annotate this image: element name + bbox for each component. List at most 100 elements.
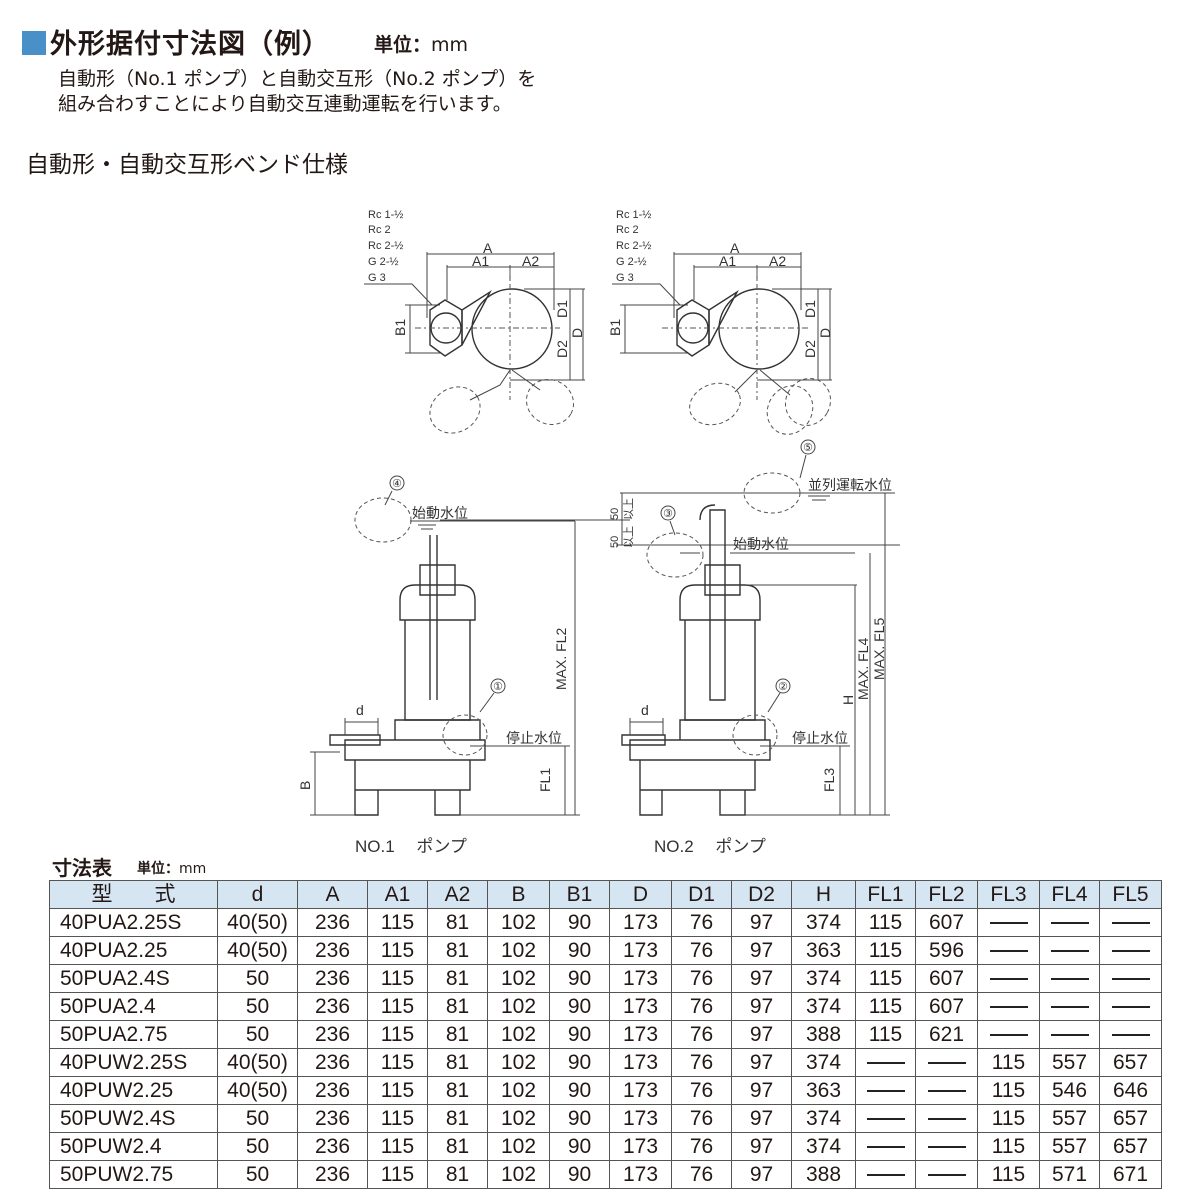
value-cell: 97 xyxy=(731,936,792,965)
value-cell: 97 xyxy=(731,1104,792,1133)
column-header: FL3 xyxy=(977,880,1040,909)
value-cell: 671 xyxy=(1099,1160,1162,1189)
conn-label: G 2-½ xyxy=(368,256,399,268)
not-applicable-dash xyxy=(866,1173,905,1176)
column-header: FL5 xyxy=(1099,880,1162,909)
dim-B: B xyxy=(297,781,313,790)
not-applicable-dash xyxy=(927,1089,966,1092)
value-cell: 90 xyxy=(549,936,610,965)
column-header: B xyxy=(487,880,550,909)
title-text: 外形据付寸法図（例） xyxy=(50,29,330,60)
dim-D1: D1 xyxy=(554,300,570,318)
value-cell: 90 xyxy=(549,1160,610,1189)
value-cell xyxy=(1039,964,1100,993)
dim-A2: A2 xyxy=(769,253,786,269)
dim-ijou-lower: 以上 xyxy=(622,526,635,548)
dim-fl1: FL1 xyxy=(537,768,553,792)
value-cell xyxy=(915,1076,978,1105)
value-cell: 173 xyxy=(609,1076,672,1105)
value-cell xyxy=(1099,992,1162,1021)
model-cell: 40PUW2.25 xyxy=(49,1076,218,1105)
model-cell: 40PUA2.25 xyxy=(49,936,218,965)
value-cell: 76 xyxy=(671,1020,732,1049)
not-applicable-dash xyxy=(989,949,1028,952)
value-cell: 173 xyxy=(609,964,672,993)
pump1-caption: NO.1 ポンプ xyxy=(355,837,467,856)
column-header: FL2 xyxy=(915,880,978,909)
value-cell xyxy=(855,1076,916,1105)
value-cell: 388 xyxy=(791,1160,856,1189)
value-cell xyxy=(915,1160,978,1189)
value-cell: 115 xyxy=(367,936,428,965)
conn-label: Rc 2-½ xyxy=(616,240,651,252)
value-cell xyxy=(915,1104,978,1133)
value-cell: 374 xyxy=(791,908,856,937)
value-cell: 115 xyxy=(367,992,428,1021)
dim-max-fl4: MAX. FL4 xyxy=(855,638,871,700)
value-cell xyxy=(1039,908,1100,937)
value-cell: 115 xyxy=(367,1104,428,1133)
column-header: A xyxy=(297,880,368,909)
conn-label: Rc 1-½ xyxy=(616,209,651,221)
dim-A1: A1 xyxy=(719,253,736,269)
value-cell xyxy=(1039,992,1100,1021)
value-cell: 657 xyxy=(1099,1104,1162,1133)
model-cell: 50PUW2.4 xyxy=(49,1132,218,1161)
stop-level-label-1: 停止水位 xyxy=(506,730,562,747)
top-view-pump1: Rc 1-½ Rc 2 Rc 2-½ G 2-½ G 3 A A1 A2 B1 … xyxy=(364,209,585,434)
side-view-pump2: ⑤ 並列運転水位 50 以上 50 以上 ③ 始動水位 d ② 停止水位 H M… xyxy=(609,439,900,856)
not-applicable-dash xyxy=(1050,921,1089,924)
value-cell: 115 xyxy=(367,1020,428,1049)
title-square-icon xyxy=(22,31,46,55)
value-cell: 236 xyxy=(297,992,368,1021)
start-level-label-2: 始動水位 xyxy=(733,537,789,553)
value-cell: 81 xyxy=(427,908,488,937)
value-cell: 115 xyxy=(855,936,916,965)
conn-label: Rc 1-½ xyxy=(368,209,403,221)
value-cell: 50 xyxy=(217,964,298,993)
value-cell: 236 xyxy=(297,1048,368,1077)
parallel-level-label: 並列運転水位 xyxy=(808,478,892,494)
not-applicable-dash xyxy=(1050,1033,1089,1036)
value-cell: 97 xyxy=(731,964,792,993)
not-applicable-dash xyxy=(927,1061,966,1064)
dim-B1: B1 xyxy=(392,319,408,336)
value-cell: 76 xyxy=(671,964,732,993)
dim-D2: D2 xyxy=(802,340,818,358)
installation-diagram: Rc 1-½ Rc 2 Rc 2-½ G 2-½ G 3 A A1 A2 B1 … xyxy=(297,209,900,856)
column-header: FL4 xyxy=(1039,880,1100,909)
top-view-pump2: Rc 1-½ Rc 2 Rc 2-½ G 2-½ G 3 A A1 A2 B1 … xyxy=(607,209,833,435)
dim-d: d xyxy=(356,702,364,718)
value-cell: 102 xyxy=(487,1020,550,1049)
not-applicable-dash xyxy=(866,1117,905,1120)
marker-5: ⑤ xyxy=(803,442,813,454)
conn-label: G 2-½ xyxy=(616,256,647,268)
marker-3: ③ xyxy=(663,508,673,520)
value-cell xyxy=(855,1048,916,1077)
value-cell xyxy=(977,992,1040,1021)
dim-D: D xyxy=(569,328,585,338)
not-applicable-dash xyxy=(1111,977,1150,980)
value-cell: 363 xyxy=(791,936,856,965)
value-cell: 90 xyxy=(549,964,610,993)
section-subtitle: 自動形・自動交互形ベンド仕様 xyxy=(26,152,348,178)
not-applicable-dash xyxy=(866,1145,905,1148)
column-header: d xyxy=(217,880,298,909)
value-cell: 571 xyxy=(1039,1160,1100,1189)
not-applicable-dash xyxy=(866,1089,905,1092)
value-cell: 76 xyxy=(671,1048,732,1077)
value-cell: 236 xyxy=(297,1132,368,1161)
value-cell: 115 xyxy=(977,1048,1040,1077)
value-cell xyxy=(855,1132,916,1161)
value-cell: 115 xyxy=(855,992,916,1021)
value-cell: 50 xyxy=(217,992,298,1021)
value-cell: 557 xyxy=(1039,1048,1100,1077)
value-cell: 40(50) xyxy=(217,908,298,937)
start-level-label-1: 始動水位 xyxy=(412,506,468,522)
stop-level-label-2: 停止水位 xyxy=(792,730,848,747)
value-cell: 102 xyxy=(487,936,550,965)
value-cell: 363 xyxy=(791,1076,856,1105)
